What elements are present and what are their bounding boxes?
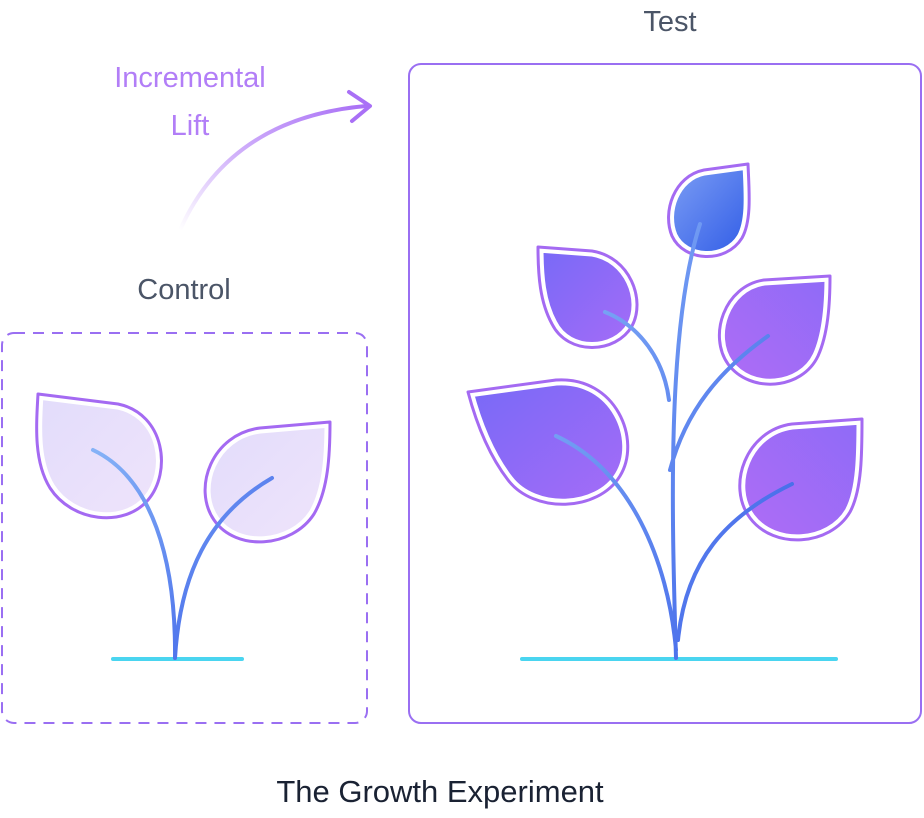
test-label: Test — [643, 6, 697, 38]
control-stem — [91, 448, 274, 660]
incremental-lift-label: Incremental Lift — [100, 54, 280, 150]
test-stem — [554, 222, 794, 660]
test-leaf-lower-left — [462, 374, 634, 510]
test-plant — [462, 158, 868, 661]
test-frame — [408, 63, 922, 724]
control-frame — [1, 332, 368, 724]
diagram-title: The Growth Experiment — [276, 774, 604, 809]
control-label: Control — [137, 274, 231, 306]
test-leaf-upper-left — [532, 241, 643, 353]
incremental-lift-line2: Lift — [170, 110, 210, 142]
control-plant — [31, 388, 336, 661]
incremental-lift-arrow — [178, 90, 372, 232]
incremental-lift-line1: Incremental — [114, 62, 266, 94]
